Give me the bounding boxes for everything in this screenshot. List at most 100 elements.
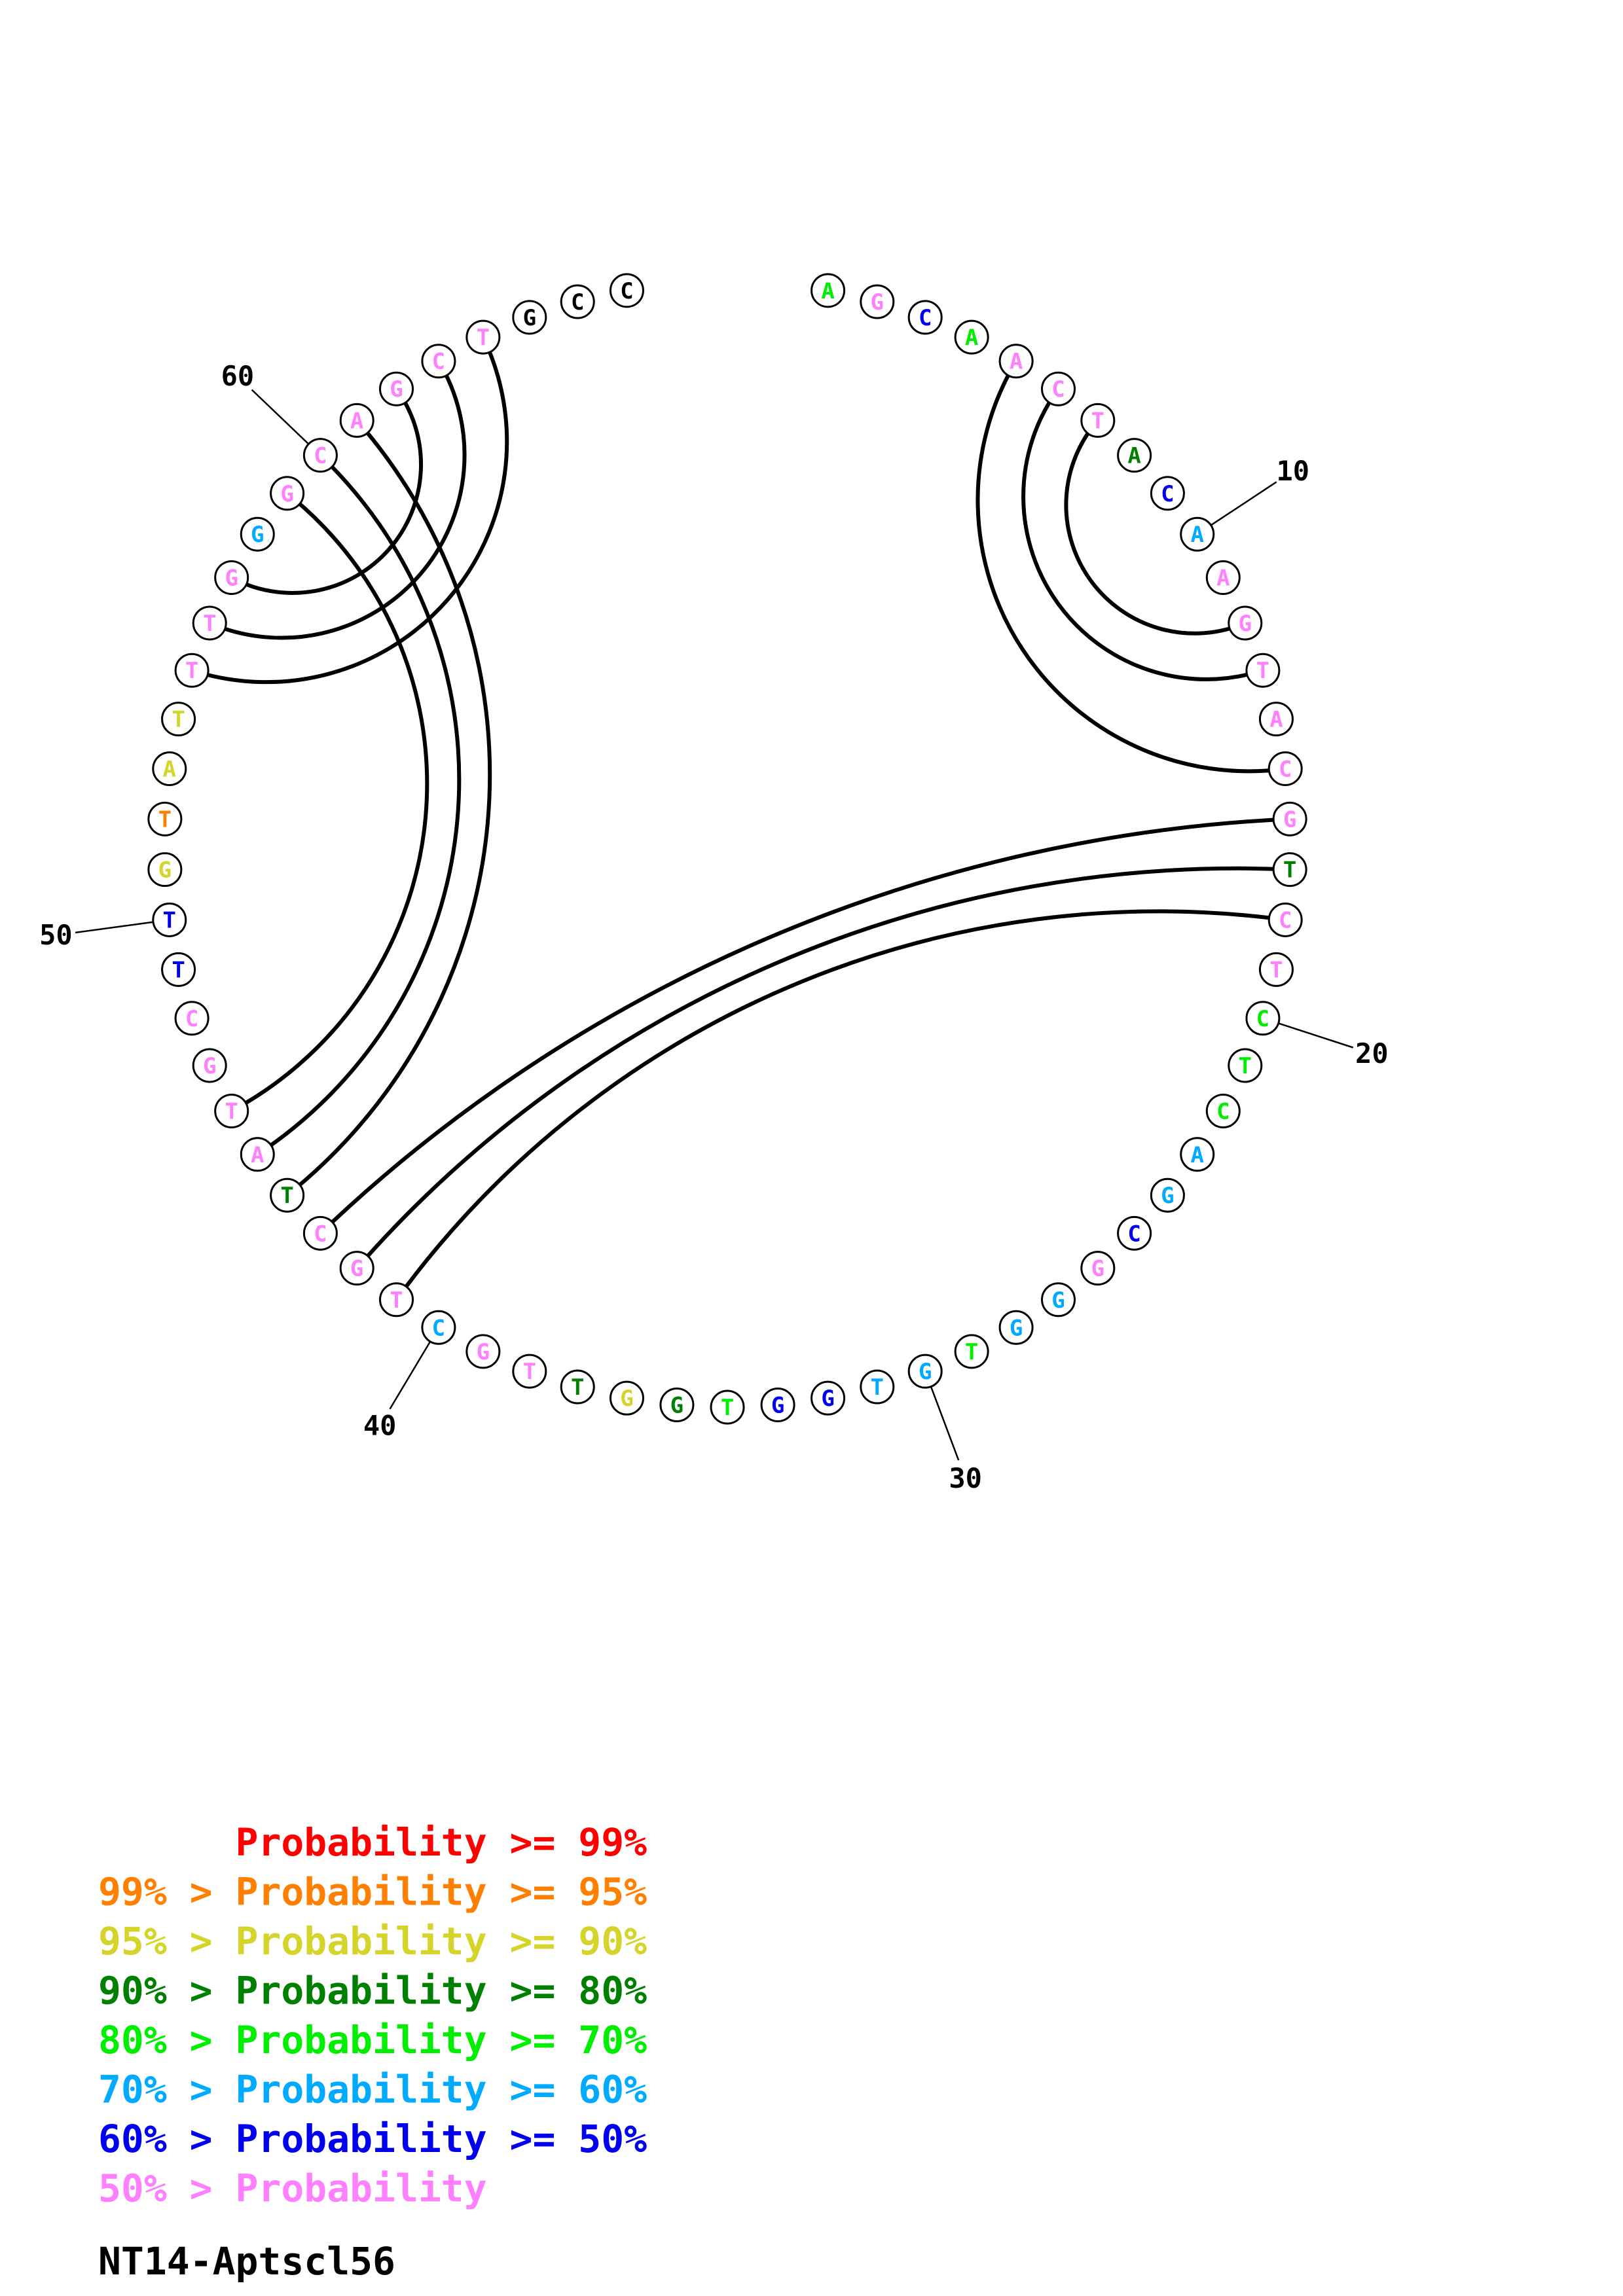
base-letter: T <box>1256 658 1269 684</box>
base-56: T <box>192 605 227 641</box>
base-letter: G <box>919 1359 932 1385</box>
base-28: G <box>998 1310 1034 1345</box>
base-2: G <box>860 284 895 319</box>
base-43: C <box>302 1215 338 1251</box>
base-54: T <box>161 702 196 737</box>
base-30: G <box>907 1354 943 1389</box>
base-7: T <box>1080 403 1116 438</box>
base-19: T <box>1258 952 1294 987</box>
base-letter: G <box>280 481 293 507</box>
base-42: G <box>339 1251 374 1286</box>
base-letter: G <box>158 857 172 884</box>
base-letter: G <box>225 565 238 591</box>
base-letter: T <box>477 325 490 351</box>
tick-line-40 <box>389 1341 431 1410</box>
base-24: G <box>1150 1177 1185 1213</box>
base-letter: G <box>1091 1256 1104 1282</box>
base-29: T <box>954 1334 989 1369</box>
base-letter: C <box>1256 1006 1269 1032</box>
base-letter: G <box>203 1053 216 1079</box>
tick-line-60 <box>251 389 310 445</box>
base-6: C <box>1040 371 1076 406</box>
base-18: C <box>1267 902 1303 937</box>
base-letter: C <box>620 278 633 304</box>
base-letter: A <box>350 408 363 434</box>
base-8: A <box>1117 438 1152 473</box>
base-38: T <box>512 1354 547 1389</box>
base-letter: G <box>523 305 536 331</box>
base-67: C <box>609 273 644 308</box>
legend-row-blue: 60% > Probability >= 50% <box>98 2117 647 2161</box>
pair-arc-16-43 <box>319 817 1290 1235</box>
base-61: A <box>339 403 374 438</box>
legend-row-pink: 50% > Probability <box>98 2166 487 2211</box>
base-letter: T <box>185 658 198 684</box>
base-letter: C <box>1216 1099 1230 1125</box>
base-letter: A <box>1010 349 1023 375</box>
base-5: A <box>998 344 1034 379</box>
legend-row-green: 80% > Probability >= 70% <box>98 2018 647 2062</box>
base-58: G <box>240 516 275 552</box>
base-letter: G <box>620 1386 633 1412</box>
structure-title: NT14-Aptscl56 <box>98 2239 395 2284</box>
base-17: T <box>1272 852 1307 888</box>
base-letter: T <box>172 957 185 983</box>
base-32: G <box>811 1380 846 1416</box>
legend-row-red: Probability >= 99% <box>98 1820 647 1865</box>
base-letter: G <box>1051 1287 1065 1314</box>
base-letter: C <box>1127 1221 1140 1247</box>
base-48: C <box>174 1001 210 1036</box>
tick-line-50 <box>75 921 154 934</box>
base-46: T <box>214 1094 249 1129</box>
base-44: T <box>270 1177 305 1213</box>
base-40: C <box>421 1310 456 1345</box>
base-41: T <box>379 1282 414 1318</box>
base-23: A <box>1180 1137 1215 1172</box>
base-33: G <box>760 1388 795 1423</box>
base-11: A <box>1205 560 1241 595</box>
base-letter: T <box>163 907 176 933</box>
base-letter: C <box>1161 481 1174 507</box>
base-letter: T <box>1269 957 1283 983</box>
base-59: G <box>270 476 305 511</box>
base-49: T <box>161 952 196 987</box>
base-pair-arcs <box>191 336 1290 1301</box>
base-65: G <box>512 300 547 335</box>
pair-arc-7-12 <box>1064 419 1246 636</box>
base-letter: C <box>571 289 584 315</box>
base-letter: A <box>251 1142 264 1168</box>
base-letter: T <box>158 806 172 833</box>
base-letter: A <box>163 757 176 783</box>
base-letter: A <box>1216 565 1230 591</box>
base-letter: T <box>571 1374 584 1401</box>
pair-arc-6-13 <box>1021 387 1264 681</box>
base-letter: T <box>203 611 216 637</box>
base-66: C <box>560 284 595 319</box>
legend-row-cyan: 70% > Probability >= 60% <box>98 2068 647 2112</box>
base-39: G <box>465 1334 501 1369</box>
base-letter: G <box>350 1256 363 1282</box>
pair-arc-46-59 <box>230 492 429 1113</box>
base-34: T <box>710 1390 745 1425</box>
base-60: C <box>302 438 338 473</box>
legend-row-orange: 99% > Probability >= 95% <box>98 1870 647 1914</box>
tick-label-20: 20 <box>1355 1037 1389 1069</box>
base-letter: C <box>1051 376 1065 403</box>
base-57: G <box>214 560 249 595</box>
tick-label-60: 60 <box>221 360 255 392</box>
base-letter: C <box>314 1221 327 1247</box>
base-letter: A <box>1190 522 1203 548</box>
pair-arc-44-61 <box>285 419 492 1197</box>
base-47: G <box>192 1048 227 1083</box>
legend-row-yellow: 95% > Probability >= 90% <box>98 1919 647 1964</box>
base-62: G <box>379 371 414 406</box>
base-letter: G <box>821 1386 834 1412</box>
base-13: T <box>1245 653 1281 688</box>
base-52: T <box>147 801 183 836</box>
base-55: T <box>174 653 210 688</box>
pair-arc-17-42 <box>355 866 1290 1270</box>
base-letter: G <box>1239 611 1252 637</box>
tick-label-10: 10 <box>1276 455 1309 487</box>
tick-label-40: 40 <box>363 1409 397 1441</box>
